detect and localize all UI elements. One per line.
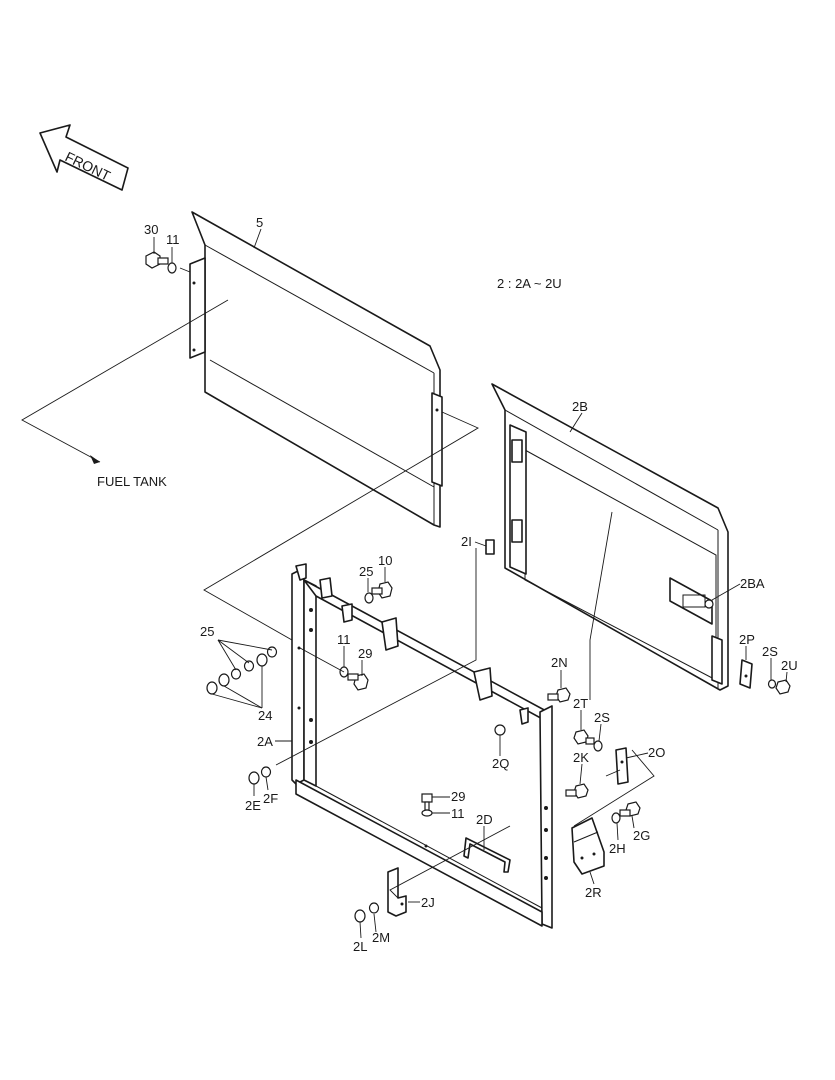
bolt-29-left: [347, 673, 369, 691]
plate-part-2J: [387, 867, 407, 917]
label-29-left: 29: [358, 646, 372, 661]
label-2Q: 2Q: [492, 756, 509, 771]
label-2H: 2H: [609, 841, 626, 856]
bolt-2G: [619, 801, 641, 817]
label-24: 24: [258, 708, 272, 723]
bracket-part-2P: [739, 659, 753, 689]
label-2S-right: 2S: [762, 644, 778, 659]
label-2BA: 2BA: [740, 576, 765, 591]
bolt-2N: [547, 687, 571, 703]
hardware: [145, 251, 791, 923]
washer-25-c: [230, 668, 242, 680]
washer-2F: [260, 766, 272, 778]
label-25-left: 25: [200, 624, 214, 639]
label-2J: 2J: [421, 895, 435, 910]
panel-part-2B: [491, 383, 729, 691]
fuel-tank-label: FUEL TANK: [97, 474, 167, 489]
label-10: 10: [378, 553, 392, 568]
label-25-upper: 25: [359, 564, 373, 579]
washer-2M: [368, 902, 380, 914]
label-30: 30: [144, 222, 158, 237]
front-arrow: FRONT: [39, 124, 129, 191]
washer-11-upper: [167, 262, 177, 274]
label-2R: 2R: [585, 885, 602, 900]
washer-2S-mid: [593, 740, 603, 752]
label-2U: 2U: [781, 658, 798, 673]
nut-2E: [248, 771, 260, 785]
label-2M: 2M: [372, 930, 390, 945]
label-11-mid: 11: [337, 632, 351, 647]
washer-2H: [611, 812, 621, 824]
assembly-lines: [21, 267, 655, 899]
label-2L: 2L: [353, 939, 367, 954]
label-11-upper: 11: [166, 232, 180, 247]
label-2F: 2F: [263, 791, 278, 806]
label-11-bottom: 11: [451, 806, 465, 821]
label-2I: 2I: [461, 534, 472, 549]
washer-2S-right: [767, 679, 777, 689]
label-2N: 2N: [551, 655, 568, 670]
bolt-2U: [775, 679, 791, 695]
frame-part-2A: [291, 563, 553, 929]
label-2K: 2K: [573, 750, 589, 765]
nut-24-c: [206, 681, 218, 695]
bracket-part-2O: [615, 747, 629, 785]
label-2S-mid: 2S: [594, 710, 610, 725]
label-2E: 2E: [245, 798, 261, 813]
clip-part-2I: [485, 539, 495, 555]
label-2D: 2D: [476, 812, 493, 827]
label-2G: 2G: [633, 828, 650, 843]
panel-part-5: [189, 211, 443, 528]
handle-part-2D: [463, 837, 511, 873]
nut-24-b: [218, 673, 230, 687]
nut-24-a: [256, 653, 268, 667]
bracket-part-2R: [571, 817, 605, 875]
bolt-2K: [565, 783, 589, 799]
washer-25-b: [243, 660, 255, 672]
washer-11-bottom: [421, 809, 433, 817]
label-5: 5: [256, 215, 263, 230]
nut-2L: [354, 909, 366, 923]
note-label: 2 : 2A ~ 2U: [497, 276, 562, 291]
label-2B: 2B: [572, 399, 588, 414]
bolt-30: [145, 251, 169, 269]
bolt-10: [371, 581, 393, 599]
part-labels: 2 : 2A ~ 2U FUEL TANK 30 11 5 2B 2I 10 2…: [97, 215, 798, 954]
bolt-2T: [573, 729, 595, 745]
label-2P: 2P: [739, 632, 755, 647]
washer-25-a: [266, 646, 278, 658]
label-2O: 2O: [648, 745, 665, 760]
label-29-bottom: 29: [451, 789, 465, 804]
label-2T: 2T: [573, 696, 588, 711]
bolt-29-bottom: [421, 793, 433, 811]
washer-25-upper: [364, 592, 374, 604]
nut-2Q: [494, 724, 506, 736]
label-2A: 2A: [257, 734, 273, 749]
leader-lines: [153, 228, 788, 939]
